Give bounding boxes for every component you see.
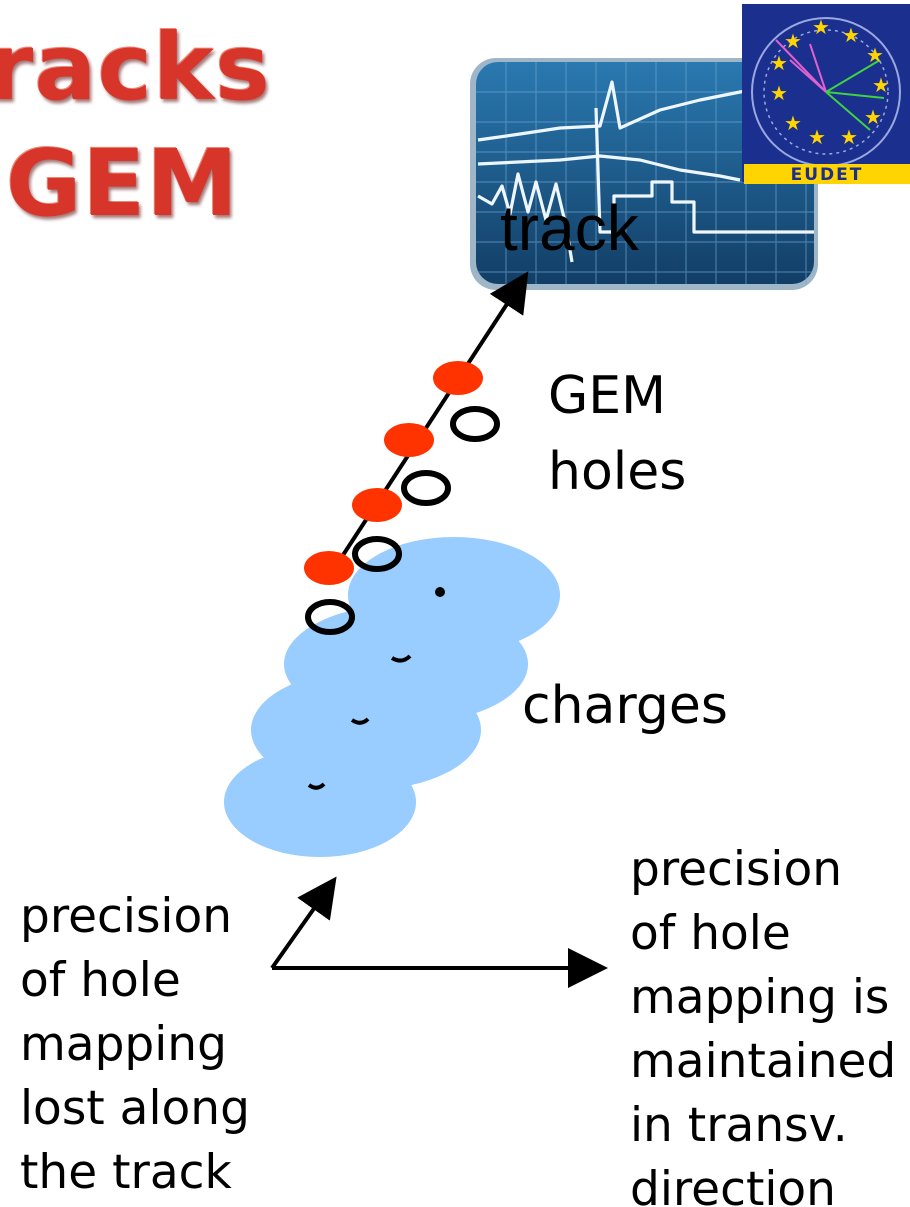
charge-clouds (224, 537, 560, 857)
gem-holes (305, 406, 500, 635)
svg-text:★: ★ (872, 73, 890, 97)
note-line: lost along (20, 1081, 250, 1136)
axis-longitudinal-arrow (270, 876, 337, 970)
charge-speck (390, 654, 412, 663)
svg-text:★: ★ (770, 51, 788, 75)
track-dot (433, 361, 483, 395)
track-label: track (500, 192, 639, 264)
eudet-logo-icon: ★★★ ★★★ ★★★ ★★ EUDET (742, 4, 910, 185)
svg-text:★: ★ (808, 125, 826, 149)
note-line: precision (20, 889, 233, 944)
monitor-icon (470, 58, 818, 290)
gem-holes-label-line: holes (548, 442, 687, 502)
svg-text:★: ★ (864, 105, 882, 129)
note-line: maintained (630, 1034, 897, 1089)
svg-text:★: ★ (784, 111, 802, 135)
gem-hole (401, 470, 451, 506)
track-dot (352, 488, 402, 522)
note-line: the track (20, 1145, 232, 1200)
charge-speck (307, 782, 326, 790)
charge-speck (435, 587, 445, 597)
svg-text:★: ★ (840, 125, 858, 149)
track-dot (304, 551, 354, 585)
title-line-1: racks (0, 14, 271, 121)
gem-holes-label-line: GEM (548, 366, 667, 426)
charge-cloud (348, 537, 560, 653)
svg-text:★: ★ (866, 43, 884, 67)
note-line: direction (630, 1162, 836, 1207)
track-dots (304, 361, 483, 585)
title-line-2: GEM (6, 130, 239, 237)
svg-text:★: ★ (842, 23, 860, 47)
gem-holes-label: GEM holes (548, 358, 686, 510)
note-line: mapping (20, 1017, 227, 1072)
longitudinal-precision-note: precision of hole mapping lost along the… (20, 885, 250, 1205)
gem-hole (352, 536, 402, 572)
charge-specks (307, 587, 445, 790)
gem-hole (305, 599, 355, 635)
note-line: mapping is (630, 970, 890, 1025)
track-dot (384, 423, 434, 457)
svg-text:★: ★ (784, 29, 802, 53)
svg-text:★: ★ (770, 81, 788, 105)
note-line: in transv. (630, 1098, 848, 1153)
svg-text:★: ★ (812, 15, 830, 39)
note-line: precision (630, 842, 843, 897)
logo-text: EUDET (791, 165, 864, 185)
track-arrow (328, 271, 529, 577)
note-line: of hole (20, 953, 181, 1008)
charges-label: charges (522, 676, 728, 736)
note-line: of hole (630, 906, 791, 961)
charge-speck (350, 717, 370, 725)
transverse-precision-note: precision of hole mapping is maintained … (630, 838, 896, 1207)
gem-hole (450, 406, 500, 442)
